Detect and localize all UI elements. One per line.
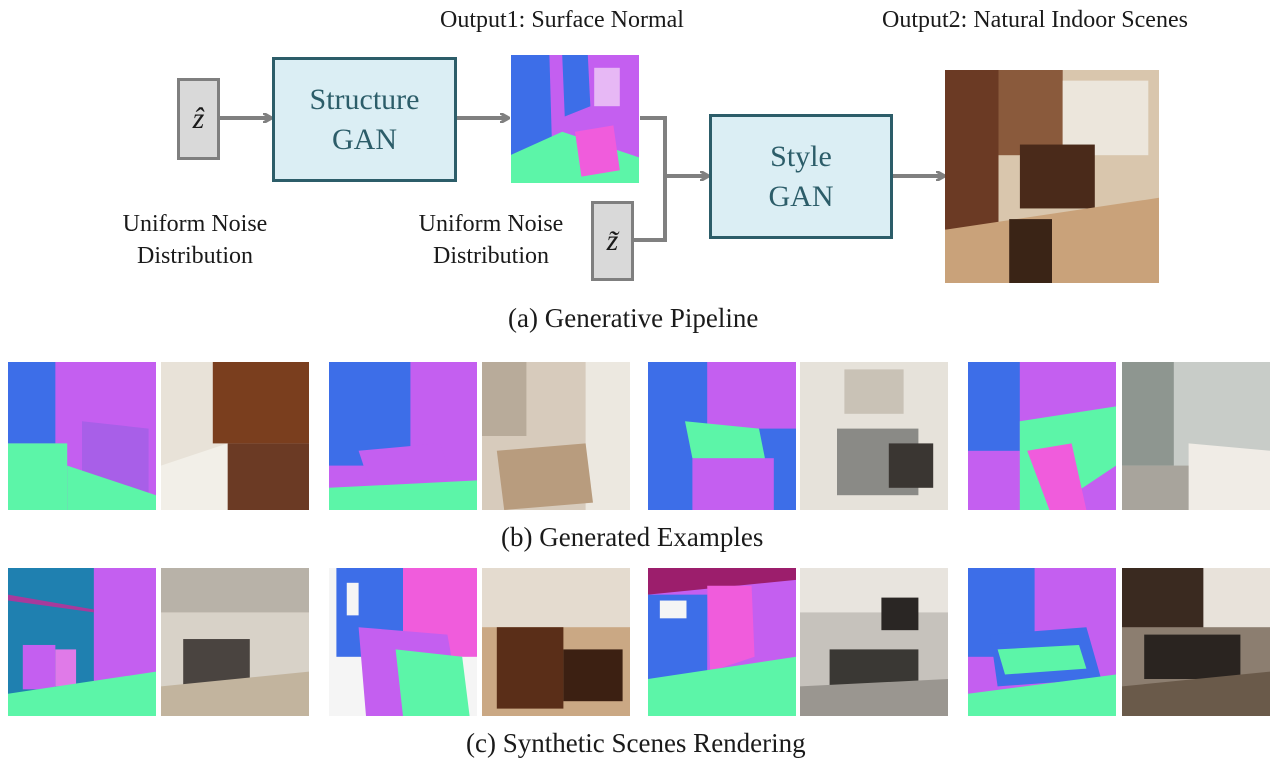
structure-gan-label-line2: GAN [332, 122, 397, 156]
generated-photo-1 [161, 362, 309, 510]
output-surface-normal-image [511, 55, 639, 183]
generated-photo-2 [482, 362, 630, 510]
noise-z-tilde-box: z̃ [591, 201, 634, 281]
synthetic-normal-2 [329, 568, 477, 716]
structure-gan-label-line1: Structure [309, 82, 420, 116]
noise1-label-line2: Distribution [136, 243, 253, 269]
caption-generated-examples: (b) Generated Examples [501, 522, 764, 552]
synthetic-photo-1 [161, 568, 309, 716]
output-indoor-scene-image [945, 70, 1159, 283]
synthetic-normal-1 [8, 568, 156, 716]
noise1-label-line1: Uniform Noise [122, 211, 268, 237]
noise2-label-line2: Distribution [432, 243, 549, 269]
generated-photo-4 [1122, 362, 1270, 510]
connector-noise2-to-merge [634, 176, 667, 242]
generated-photo-3 [800, 362, 948, 510]
output2-label: Output2: Natural Indoor Scenes [882, 7, 1188, 33]
generated-normal-2 [329, 362, 477, 510]
generated-normal-1 [8, 362, 156, 510]
pipeline-connectors [220, 0, 1279, 242]
synthetic-photo-2 [482, 568, 630, 716]
caption-generative-pipeline: (a) Generative Pipeline [508, 303, 759, 333]
synthetic-normal-4 [968, 568, 1116, 716]
z-hat-symbol: ẑ [192, 102, 205, 135]
synthetic-normal-3 [648, 568, 796, 716]
noise2-label: Uniform Noise Distribution [388, 208, 594, 272]
synthetic-photo-4 [1122, 568, 1270, 716]
noise2-label-line1: Uniform Noise [418, 211, 564, 237]
structure-gan-box: Structure GAN [272, 57, 457, 182]
generated-normal-3 [648, 362, 796, 510]
noise-z-hat-box: ẑ [177, 78, 220, 160]
synthetic-photo-3 [800, 568, 948, 716]
style-gan-label-line1: Style [770, 139, 832, 173]
caption-synthetic-rendering: (c) Synthetic Scenes Rendering [466, 728, 806, 758]
style-gan-label-line2: GAN [768, 179, 834, 213]
style-gan-box: Style GAN [709, 114, 893, 239]
generated-normal-4 [968, 362, 1116, 510]
connector-normal-to-merge [640, 116, 667, 176]
noise1-label: Uniform Noise Distribution [95, 208, 295, 272]
z-tilde-symbol: z̃ [606, 224, 619, 257]
output1-label: Output1: Surface Normal [440, 7, 684, 33]
